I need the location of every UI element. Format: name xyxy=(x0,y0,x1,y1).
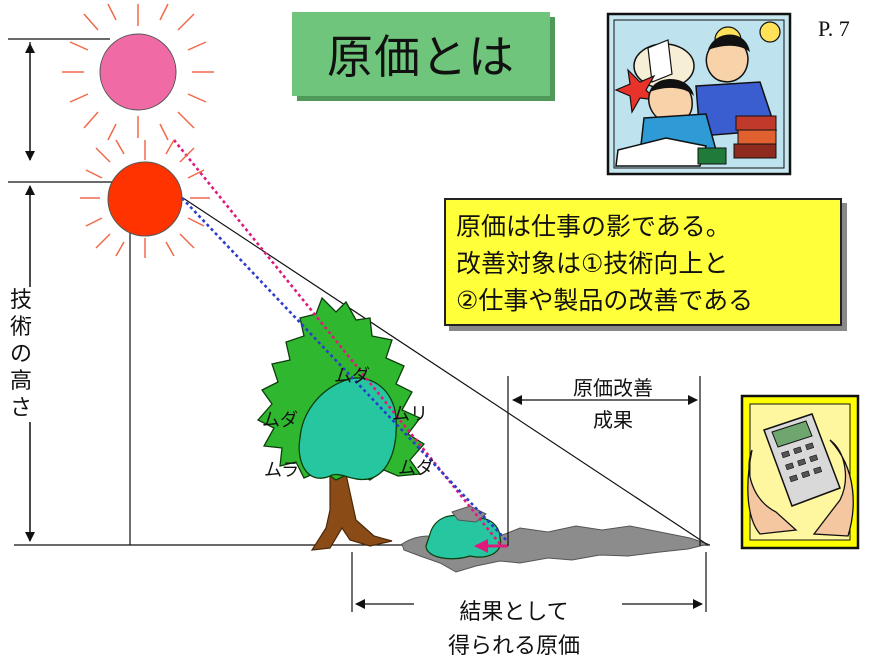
tech-height-char: の xyxy=(9,342,32,367)
tech-height-char: 術 xyxy=(9,315,32,340)
resulting-cost-line-2: 得られる原価 xyxy=(447,634,580,659)
tech-height-char: 高 xyxy=(9,369,32,394)
cost-improvement-line-1: 原価改善 xyxy=(573,376,653,400)
tree-trunk xyxy=(310,469,393,551)
cost-improvement-label: 原価改善 成果 xyxy=(548,372,678,436)
resulting-cost-dimension xyxy=(351,552,707,612)
calculator-clipart xyxy=(740,394,860,550)
note-line-2: 改善対象は①技術向上と xyxy=(456,249,729,278)
cost-definition-note: 原価は仕事の影である。 改善対象は①技術向上と ②仕事や製品の改善である xyxy=(444,198,842,326)
tree-label-muda-top: ムダ xyxy=(334,366,370,387)
students-studying-clipart xyxy=(606,12,792,176)
cost-improvement-dimension xyxy=(507,376,701,546)
pink-dotted-ray xyxy=(172,139,502,545)
low-sun-icon xyxy=(80,139,210,258)
tech-height-char: さ xyxy=(9,396,32,421)
note-line-3: ②仕事や製品の改善である xyxy=(456,286,754,315)
page-title: 原価とは xyxy=(292,12,550,96)
page-number: P. 7 xyxy=(818,16,850,41)
shrub-shadow-patch xyxy=(451,505,487,523)
tech-height-char: 技 xyxy=(9,288,32,313)
blue-dotted-ray xyxy=(181,197,509,543)
tree-label-muri: ムリ xyxy=(392,404,428,425)
tree-highlight-blob xyxy=(298,377,397,481)
cost-improvement-line-2: 成果 xyxy=(593,408,633,432)
tree-label-mura: ムラ xyxy=(264,460,300,481)
note-line-1: 原価は仕事の影である。 xyxy=(456,212,731,241)
tree-label-muda-left: ムダ xyxy=(262,410,298,431)
resulting-cost-line-1: 結果として xyxy=(459,600,569,625)
sun-rise-dimension-arrow xyxy=(8,38,120,183)
resulting-cost-label: 結果として 得られる原価 xyxy=(414,596,614,664)
high-sun-icon xyxy=(62,3,214,141)
tree-illustration xyxy=(256,296,425,551)
tech-height-label: 技 術 の 高 さ xyxy=(8,287,34,422)
tree-label-muda-bottom: ムダ xyxy=(398,458,434,479)
sun-ray-line xyxy=(179,195,709,546)
